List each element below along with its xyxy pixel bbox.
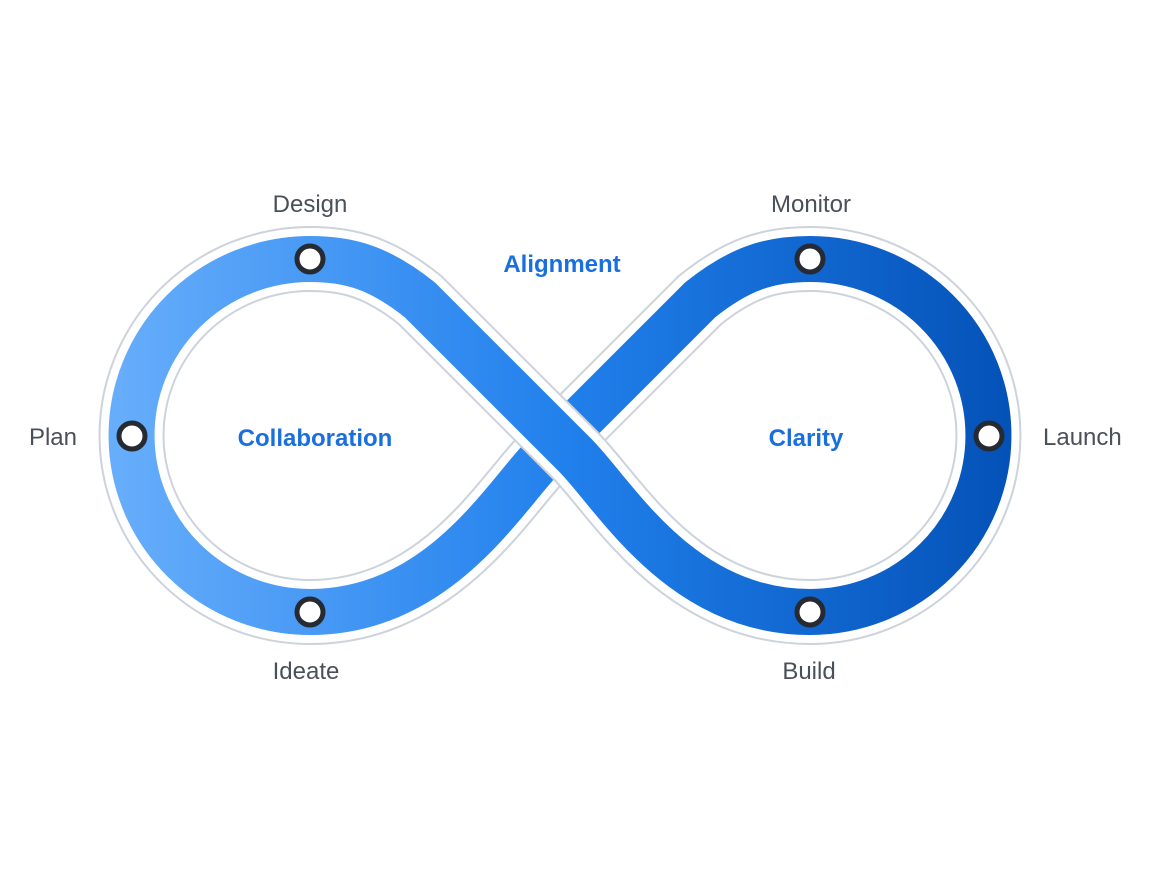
node-build: [794, 596, 826, 628]
label-ideate: Ideate: [273, 658, 340, 685]
strand-under: [308, 226, 811, 645]
node-launch: [973, 420, 1005, 452]
node-monitor: [794, 243, 826, 275]
theme-collaboration: Collaboration: [238, 425, 393, 452]
label-design: Design: [273, 191, 348, 218]
label-plan: Plan: [29, 424, 77, 451]
label-monitor: Monitor: [771, 191, 851, 218]
theme-clarity: Clarity: [769, 425, 844, 452]
strand-over-color: [309, 236, 811, 635]
node-design: [294, 243, 326, 275]
label-launch: Launch: [1043, 424, 1122, 451]
strand-over: [309, 226, 812, 645]
node-plan: [116, 420, 148, 452]
label-build: Build: [782, 658, 835, 685]
strand-under-color: [309, 236, 811, 635]
node-ideate: [294, 596, 326, 628]
theme-alignment: Alignment: [503, 251, 620, 278]
